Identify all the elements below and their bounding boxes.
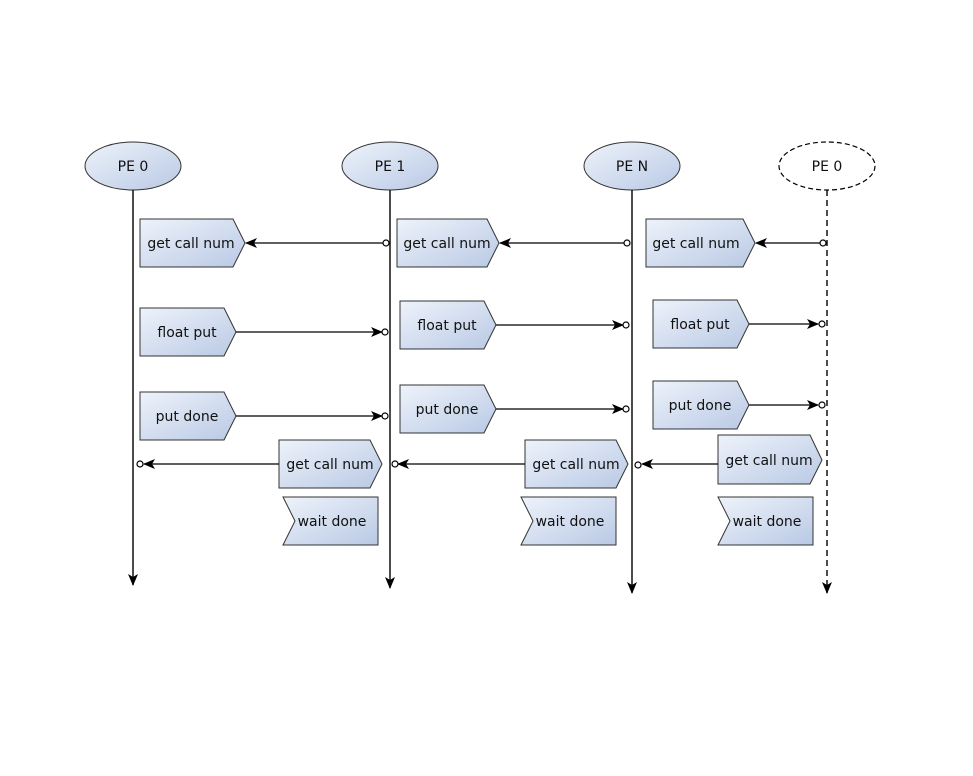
participant-label: PE N [616, 159, 648, 175]
step-box [717, 496, 814, 546]
step-get-call-num-pen: get call num [645, 218, 756, 268]
message-origin-dot [623, 239, 631, 247]
step-box [652, 299, 750, 349]
message-target-dot [622, 405, 630, 413]
participant-label: PE 0 [118, 159, 149, 175]
step-label: put done [669, 398, 732, 414]
participant-pe1: PE 1 [341, 141, 439, 191]
step-box [717, 434, 823, 485]
step-label: wait done [536, 514, 605, 530]
step-put-done-pen: put done [652, 380, 750, 430]
message-target-dot [381, 328, 389, 336]
step-label: put done [156, 409, 219, 425]
step-label: put done [416, 402, 479, 418]
message-target-dot [818, 320, 826, 328]
message-target-dot [136, 460, 144, 468]
step-box [399, 384, 497, 434]
step-get-call-num-return-pe0-repeat: get call num [717, 434, 823, 485]
step-label: get call num [532, 457, 619, 473]
step-put-done-pe0: put done [139, 391, 237, 441]
participant-pe0-repeat: PE 0 [778, 141, 876, 191]
step-label: get call num [403, 236, 490, 252]
step-box [139, 307, 237, 357]
step-box [278, 439, 383, 489]
step-box [520, 496, 617, 546]
message-origin-dot [382, 239, 390, 247]
step-wait-done-pen: wait done [520, 496, 617, 546]
participant-label: PE 0 [812, 159, 843, 175]
step-label: get call num [725, 453, 812, 469]
step-label: float put [670, 317, 730, 333]
message-origin-dot [819, 239, 827, 247]
step-box [645, 218, 756, 268]
step-get-call-num-return-pe1: get call num [278, 439, 383, 489]
message-target-dot [381, 412, 389, 420]
step-box [652, 380, 750, 430]
step-label: get call num [652, 236, 739, 252]
step-box [524, 439, 629, 489]
step-box [396, 218, 500, 268]
step-get-call-num-pe1: get call num [396, 218, 500, 268]
step-float-put-pe1: float put [399, 300, 497, 350]
step-label: get call num [147, 236, 234, 252]
step-box [139, 218, 246, 268]
step-label: float put [157, 325, 217, 341]
step-label: float put [417, 318, 477, 334]
step-get-call-num-return-pen: get call num [524, 439, 629, 489]
participant-label: PE 1 [375, 159, 406, 175]
step-label: get call num [286, 457, 373, 473]
step-label: wait done [733, 514, 802, 530]
step-float-put-pen: float put [652, 299, 750, 349]
step-get-call-num-pe0: get call num [139, 218, 246, 268]
message-target-dot [634, 461, 642, 469]
step-wait-done-pe0-repeat: wait done [717, 496, 814, 546]
step-put-done-pe1: put done [399, 384, 497, 434]
step-box [282, 496, 379, 546]
step-box [139, 391, 237, 441]
step-wait-done-pe1: wait done [282, 496, 379, 546]
step-box [399, 300, 497, 350]
message-target-dot [622, 321, 630, 329]
participant-pen: PE N [583, 141, 681, 191]
message-target-dot [818, 401, 826, 409]
message-target-dot [391, 460, 399, 468]
step-float-put-pe0: float put [139, 307, 237, 357]
participant-pe0: PE 0 [84, 141, 182, 191]
step-label: wait done [298, 514, 367, 530]
